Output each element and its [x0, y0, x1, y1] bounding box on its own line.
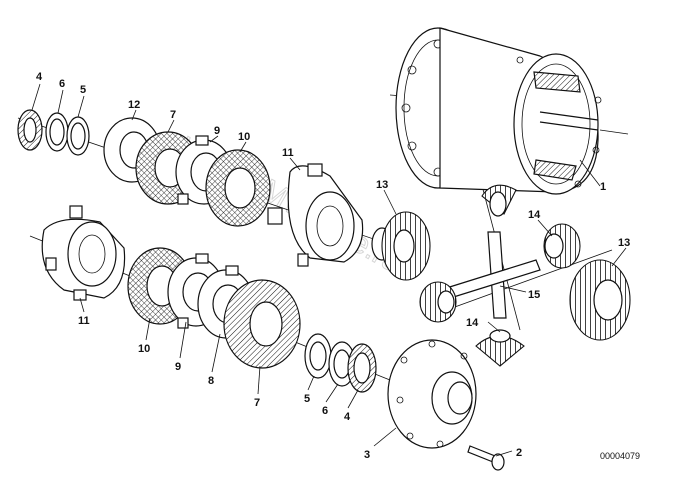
cross-shaft	[439, 231, 541, 319]
diagram-number: 00004079	[600, 451, 640, 461]
pinion-gear-right	[543, 223, 581, 269]
callout-6-top: 6	[59, 78, 65, 90]
pinion-gear-left	[419, 281, 457, 323]
callout-11-bottom: 11	[78, 315, 90, 327]
friction-disc-bottom	[223, 279, 301, 369]
callout-4-top: 4	[36, 71, 43, 83]
spring-washer-bottom	[304, 333, 332, 379]
callout-15: 15	[528, 289, 540, 301]
pinion-gear-bottom	[475, 329, 525, 367]
callout-1: 1	[600, 181, 606, 193]
callout-9-bottom: 9	[175, 361, 181, 373]
pressure-ring-bottom	[41, 205, 126, 301]
callout-6-bottom: 6	[322, 405, 328, 417]
callout-13-right: 13	[618, 237, 630, 249]
callout-14-top: 14	[528, 209, 541, 221]
callout-7-bottom: 7	[254, 397, 260, 409]
callout-9-top: 9	[214, 125, 220, 137]
callout-3: 3	[364, 449, 370, 461]
thrust-ring-bottom	[347, 343, 377, 393]
spring-washer-top	[66, 116, 90, 156]
pressure-ring-top	[267, 163, 364, 267]
callout-4-bottom: 4	[344, 411, 351, 423]
side-gear-top	[371, 211, 431, 281]
callout-labels: 1 2 3 4 6 5 12 7 9 10 11 13 14 13 15 14 …	[36, 71, 630, 461]
hex-bolt	[467, 445, 505, 471]
callout-14-bottom: 14	[466, 317, 479, 329]
callout-2: 2	[516, 447, 522, 459]
callout-12: 12	[128, 99, 140, 111]
callout-7-top: 7	[170, 109, 176, 121]
callout-5-bottom: 5	[304, 393, 310, 405]
differential-cover	[387, 339, 477, 449]
callout-10-top: 10	[238, 131, 250, 143]
leader-lines	[31, 83, 627, 457]
callout-11-top: 11	[282, 147, 294, 159]
callout-8: 8	[208, 375, 214, 387]
differential-housing	[395, 27, 602, 195]
friction-disc-10-top	[205, 149, 271, 227]
side-gear-right	[569, 259, 631, 341]
pinion-gear-top	[481, 184, 517, 217]
shim-top	[45, 112, 69, 152]
callout-10-bottom: 10	[138, 343, 150, 355]
callout-5-top: 5	[80, 84, 86, 96]
callout-13-top: 13	[376, 179, 388, 191]
thrust-ring-top	[17, 109, 43, 151]
